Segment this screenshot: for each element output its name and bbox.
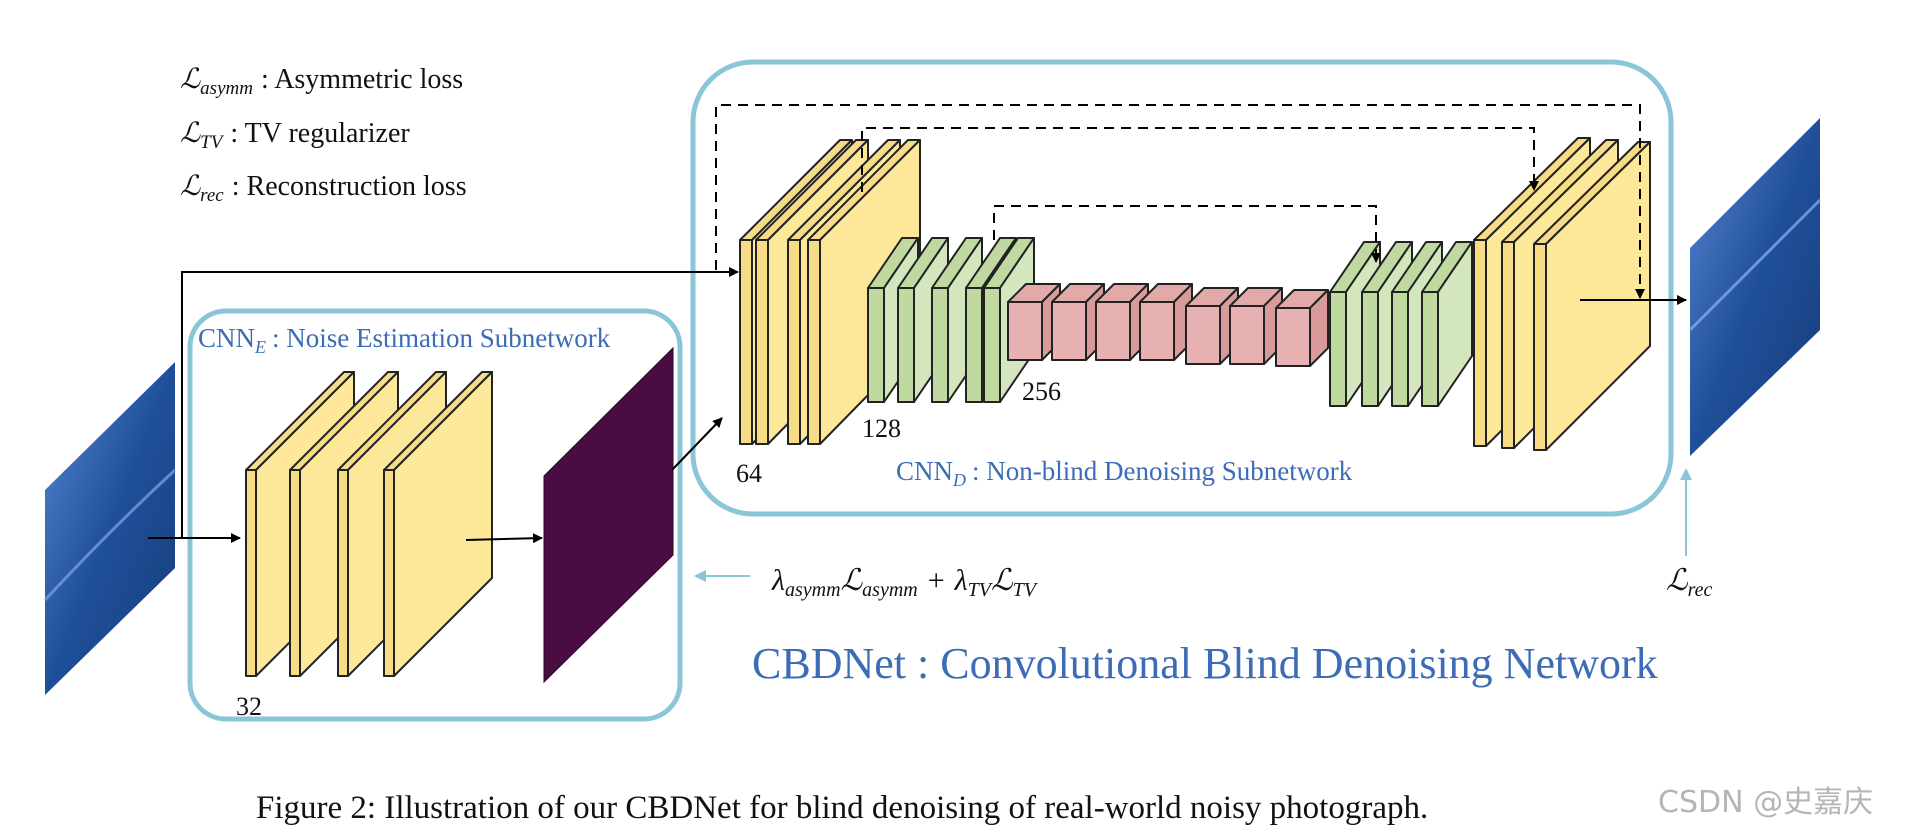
arrow-map-to-cnnd xyxy=(671,417,723,471)
cnnd-blocks-128-decoder xyxy=(1329,241,1473,407)
cnnd-frame xyxy=(690,59,1674,517)
rec-loss-label: ℒrec xyxy=(1666,564,1713,601)
cnne-blocks xyxy=(245,371,493,677)
cnnd-red-4 xyxy=(1139,283,1193,361)
input-noisy-photo xyxy=(43,362,177,695)
cnne-label: CNNE: Noise Estimation Subnetwork xyxy=(198,323,611,357)
loss-formula: λasymmℒasymm+λTVℒTV xyxy=(771,564,1039,601)
cnnd-green-dec-4 xyxy=(1421,241,1473,407)
cnnd-blocks-64 xyxy=(739,139,921,445)
channel-count-256: 256 xyxy=(1022,377,1061,406)
cnnd-blocks-256 xyxy=(1007,283,1329,367)
channel-count-32: 32 xyxy=(236,692,262,721)
legend-tv: ℒTV: TV regularizer xyxy=(180,118,410,153)
cnne-frame xyxy=(187,308,683,722)
channel-count-64: 64 xyxy=(736,459,762,488)
skip-connection-128 xyxy=(993,205,1381,263)
cnnd-blocks-64-decoder xyxy=(1473,137,1651,451)
arrow-input-bypass xyxy=(181,267,739,538)
flow-arrows xyxy=(148,267,1687,544)
figure-caption: Figure 2: Illustration of our CBDNet for… xyxy=(256,790,1428,826)
legend-rec: ℒrec: Reconstruction loss xyxy=(180,171,467,206)
network-title: CBDNet : Convolutional Blind Denoising N… xyxy=(752,639,1658,688)
cnne-layer-4 xyxy=(383,371,493,677)
cnnd-red-7 xyxy=(1275,289,1329,367)
skip-connection-64b xyxy=(861,127,1539,192)
output-denoised-photo xyxy=(1688,118,1822,456)
cnnd-red-6 xyxy=(1229,287,1283,365)
watermark: CSDN @史嘉庆 xyxy=(1658,785,1873,820)
cnnd-label: CNND: Non-blind Denoising Subnetwork xyxy=(896,456,1353,490)
cnnd-yellow-dec-3 xyxy=(1533,141,1651,451)
noise-level-map xyxy=(543,346,674,684)
legend-asymm: ℒasymm: Asymmetric loss xyxy=(180,64,463,99)
skip-connections xyxy=(715,104,1645,299)
cnnd-blocks-128-encoder xyxy=(867,237,1035,403)
loss-arrows xyxy=(694,468,1692,582)
arrow-cnne-to-map xyxy=(465,533,543,544)
legend: ℒasymm: Asymmetric loss ℒTV: TV regulari… xyxy=(180,64,467,206)
channel-count-128: 128 xyxy=(862,414,901,443)
